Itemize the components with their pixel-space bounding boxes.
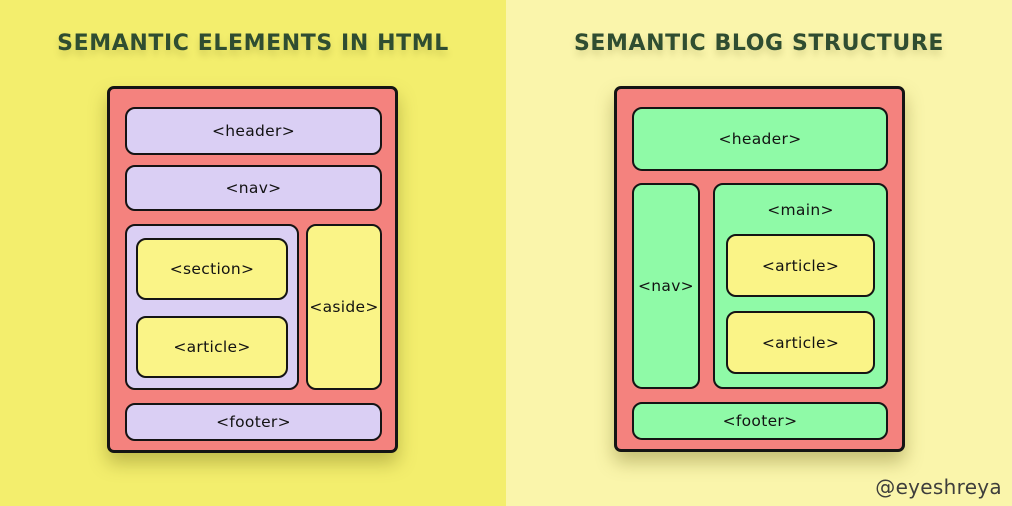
left-article-label: <article> — [173, 338, 251, 356]
right-article-2-box: <article> — [726, 311, 875, 374]
left-panel: SEMANTIC ELEMENTS IN HTML <header> <nav>… — [0, 0, 506, 506]
left-nav-box: <nav> — [125, 165, 382, 211]
watermark-credit: @eyeshreya — [875, 475, 1002, 499]
left-footer-box: <footer> — [125, 403, 382, 441]
left-aside-label: <aside> — [309, 298, 379, 316]
right-main-label-area: <main> — [726, 185, 875, 234]
right-page-diagram: <header> <nav> <main> <article> <article… — [614, 86, 905, 452]
right-nav-label: <nav> — [638, 277, 694, 295]
right-article-2-label: <article> — [761, 333, 840, 352]
left-middle-row: <section> <article> <aside> — [125, 224, 382, 390]
left-section-box: <section> — [136, 238, 288, 300]
left-footer-label: <footer> — [216, 413, 291, 431]
right-nav-box: <nav> — [632, 183, 700, 389]
left-page-diagram: <header> <nav> <section> <article> <asid… — [107, 86, 398, 453]
right-footer-label: <footer> — [722, 412, 798, 430]
left-aside-box: <aside> — [306, 224, 382, 390]
right-middle-row: <nav> <main> <article> <article> — [632, 183, 888, 389]
right-footer-box: <footer> — [632, 402, 888, 440]
right-article-1-label: <article> — [761, 256, 840, 275]
right-header-box: <header> — [632, 107, 888, 171]
right-header-label: <header> — [718, 130, 802, 148]
left-header-label: <header> — [212, 122, 295, 140]
left-panel-title: SEMANTIC ELEMENTS IN HTML — [57, 31, 449, 56]
right-panel: SEMANTIC BLOG STRUCTURE <header> <nav> <… — [506, 0, 1012, 506]
right-article-1-box: <article> — [726, 234, 875, 297]
right-main-box: <main> <article> <article> — [713, 183, 888, 389]
right-main-label: <main> — [767, 200, 834, 219]
left-header-box: <header> — [125, 107, 382, 155]
left-section-label: <section> — [169, 260, 255, 278]
left-content-group-box: <section> <article> — [125, 224, 299, 390]
left-article-box: <article> — [136, 316, 288, 378]
right-panel-title: SEMANTIC BLOG STRUCTURE — [573, 31, 945, 56]
left-nav-label: <nav> — [225, 179, 282, 197]
